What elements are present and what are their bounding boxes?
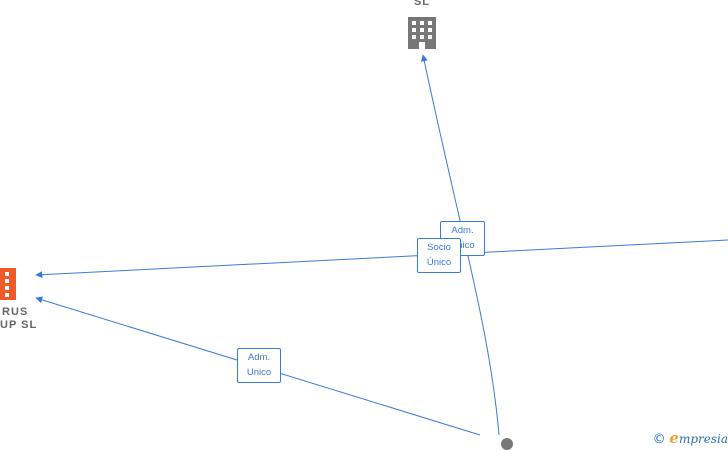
edge-socio-unico — [35, 239, 728, 279]
brand-name: mpresia — [678, 432, 728, 446]
edge-label-line1: Adm. — [451, 225, 474, 236]
left-company-label: RUS UP SL — [0, 306, 40, 332]
edge-label-socio-unico[interactable]: Socio Único — [417, 238, 461, 273]
empresia-watermark: © empresia — [653, 429, 728, 447]
edge-label-line2: Unico — [450, 240, 475, 251]
left-company-label-line2: UP SL — [0, 319, 38, 331]
left-company-label-line1: RUS — [2, 306, 29, 318]
edge-adm-unico-top — [420, 54, 500, 436]
copyright-symbol: © — [652, 432, 666, 447]
edge-label-line1: Adm. — [247, 352, 271, 363]
edge-label-line1: Socio — [427, 242, 451, 253]
building-icon[interactable] — [408, 17, 436, 49]
edge-label-line2: Unico — [246, 367, 272, 378]
building-icon[interactable] — [0, 268, 16, 300]
edge-label-line2: Único — [426, 257, 452, 268]
top-company-label: SL — [413, 0, 431, 8]
edge-label-adm-unico-left[interactable]: Adm. Unico — [237, 348, 281, 383]
brand-initial: e — [669, 429, 679, 447]
person-icon[interactable] — [501, 438, 513, 450]
edge-label-adm-unico-top[interactable]: Adm. Unico — [440, 221, 485, 256]
